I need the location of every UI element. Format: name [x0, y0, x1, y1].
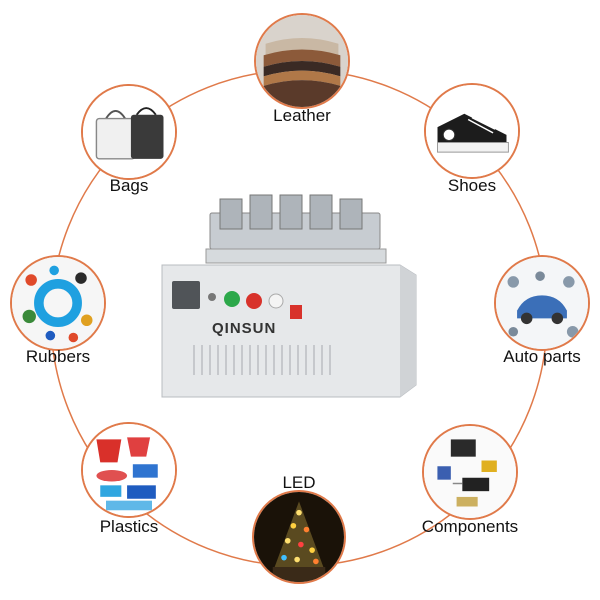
label-led: LED [282, 473, 316, 492]
christmas-tree-lights-icon [252, 490, 346, 584]
abrasion-tester-machine [161, 194, 417, 398]
rubber-parts-icon [10, 255, 106, 351]
label-plastics: Plastics [99, 517, 159, 536]
electronic-components-icon [422, 424, 518, 520]
label-shoes: Shoes [447, 176, 497, 195]
label-leather: Leather [273, 106, 331, 125]
label-rubbers: Rubbers [25, 347, 91, 366]
label-auto-parts: Auto parts [503, 347, 581, 366]
plastic-containers-icon [81, 422, 177, 518]
label-bags: Bags [109, 176, 149, 195]
sneaker-icon [424, 83, 520, 179]
brand-logo: QINSUN [212, 320, 277, 337]
car-parts-icon [494, 255, 590, 351]
handbags-icon [81, 84, 177, 180]
label-components: Components [421, 517, 519, 536]
leather-icon [254, 13, 350, 109]
